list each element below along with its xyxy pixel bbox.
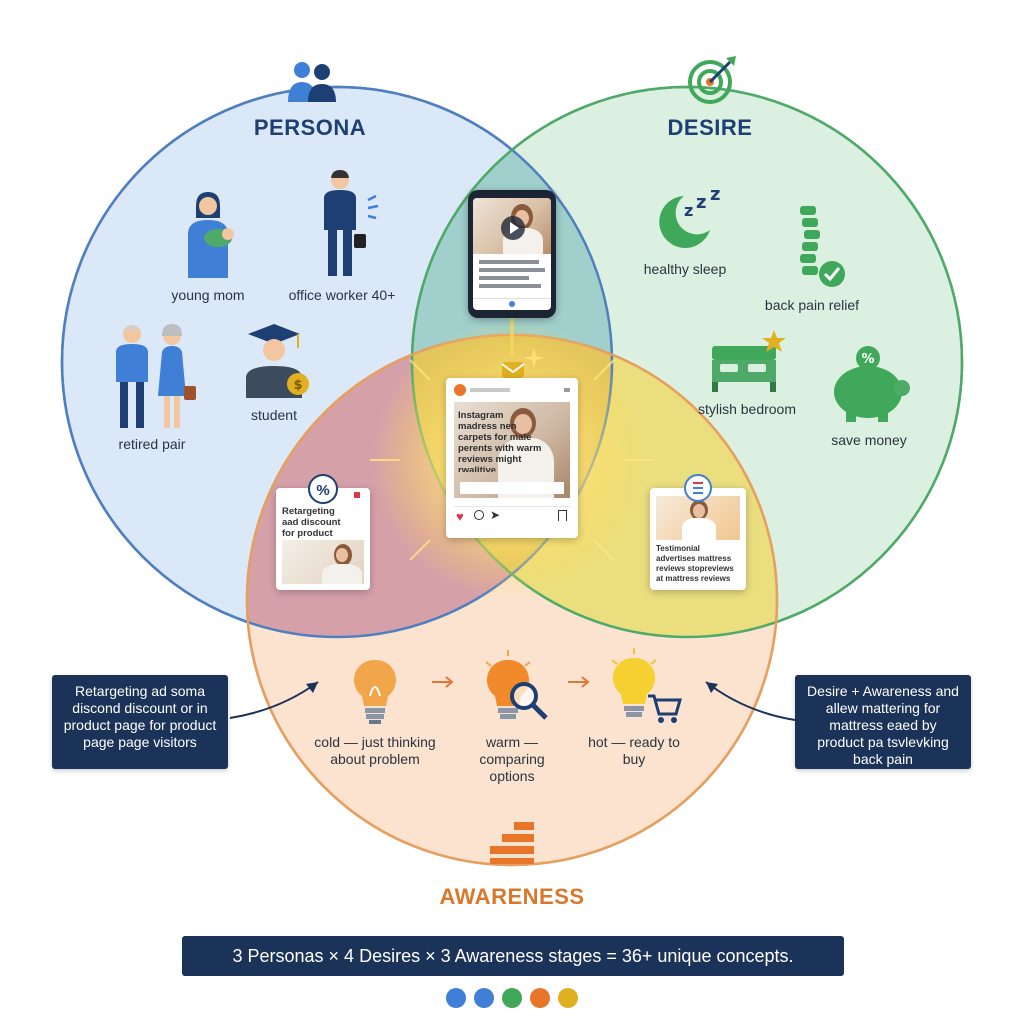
young-mom-icon [188,192,234,278]
awareness-label-warm: warm — comparing options [479,734,545,784]
spine-check-icon [800,206,845,287]
page-dot-4[interactable] [530,988,550,1008]
piggy-bank-icon: % [834,346,910,422]
retired-pair-icon [116,324,196,428]
svg-text:z: z [710,186,720,205]
svg-text:$: $ [293,378,302,393]
desire-label-stylish-bedroom: stylish bedroom [697,401,797,417]
heart-icon[interactable]: ♥ [456,509,464,524]
page-dot-2[interactable] [474,988,494,1008]
right-callout: Desire + Awareness and allew mattering f… [795,675,971,769]
svg-text:%: % [861,352,874,367]
right-ad-card[interactable]: Testimonial advertises mattress reviews … [650,488,746,590]
share-icon[interactable]: ➤ [490,508,501,522]
center-card-text: Instagram madress nen carpets for male p… [458,410,542,472]
bed-star-icon [712,330,786,392]
lightbulb-magnifier-icon [485,650,548,720]
comment-icon[interactable] [474,510,484,520]
persona-label-young-mom: young mom [171,287,245,303]
desire-label-healthy-sleep: healthy sleep [643,261,727,277]
awareness-title: AWARENESS [439,884,585,909]
play-button-icon[interactable] [501,216,525,240]
student-icon: $ [246,324,309,398]
right-card-text: Testimonial advertises mattress reviews … [656,544,734,583]
bookmark-icon[interactable] [558,510,567,521]
awareness-label-hot: hot — ready to buy [588,734,680,767]
discount-percent-icon: % [308,474,338,504]
document-list-icon [684,474,712,502]
persona-label-retired-pair: retired pair [118,436,186,452]
svg-text:z: z [696,192,706,213]
moon-zzz-icon: z z z [659,186,720,248]
avatar [454,384,466,396]
sparkle-icon [501,348,544,378]
more-icon[interactable] [564,388,570,392]
desire-label-save-money: save money [831,432,907,448]
center-ad-card[interactable]: Instagram madress nen carpets for male p… [446,378,578,538]
stairs-icon [490,822,534,864]
phone-mockup [468,190,556,318]
summary-banner: 3 Personas × 4 Desires × 3 Awareness sta… [182,936,844,976]
left-callout: Retargeting ad soma discond discount or … [52,675,228,769]
left-card-text: Retargeting aad discount for product Bll… [282,506,341,540]
persona-label-student: student [251,407,297,423]
lightbulb-icon [353,659,397,724]
page-dot-3[interactable] [502,988,522,1008]
page-dot-5[interactable] [558,988,578,1008]
people-icon [288,62,336,102]
target-icon [688,56,736,104]
persona-label-office-worker: office worker 40+ [288,287,396,303]
left-ad-card[interactable]: Retargeting aad discount for product Bll… [276,488,370,590]
page-dot-1[interactable] [446,988,466,1008]
stage-arrows [432,676,590,688]
desire-label-back-pain-relief: back pain relief [764,297,860,313]
persona-title: PERSONA [253,115,367,140]
awareness-label-cold: cold — just thinking about problem [314,734,436,767]
svg-text:z: z [684,201,693,220]
lightbulb-cart-icon [611,648,682,723]
office-worker-icon [324,170,379,276]
desire-title: DESIRE [667,115,753,140]
